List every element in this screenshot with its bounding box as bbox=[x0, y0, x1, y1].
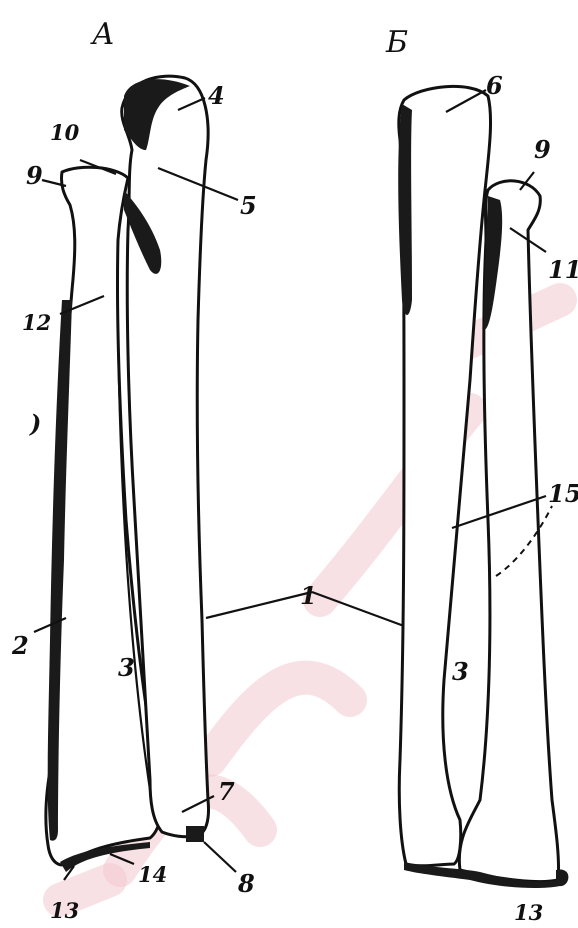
callout-2: 2 bbox=[11, 631, 29, 660]
leader-1a bbox=[206, 592, 312, 618]
callout-11: 11 bbox=[548, 255, 578, 284]
callout-12: 12 bbox=[22, 310, 51, 335]
callout-1: 1 bbox=[300, 581, 317, 610]
shading bbox=[398, 104, 412, 315]
callout-13a: 13 bbox=[50, 898, 79, 923]
callout-3a: 3 bbox=[118, 653, 135, 682]
shading bbox=[186, 826, 204, 842]
callout-8: 8 bbox=[237, 869, 255, 898]
panel-label-a: А bbox=[90, 17, 115, 52]
ulna-bone-b bbox=[399, 86, 491, 865]
callout-14: 14 bbox=[138, 862, 167, 887]
callout-stray: ) bbox=[29, 409, 41, 438]
panel-a-bones bbox=[46, 76, 209, 872]
callout-10: 10 bbox=[50, 120, 80, 145]
callout-9b: 9 bbox=[534, 135, 551, 164]
leader-8 bbox=[204, 842, 236, 872]
callout-7: 7 bbox=[218, 777, 235, 806]
panel-b-bones bbox=[398, 86, 568, 888]
callout-15: 15 bbox=[548, 479, 578, 508]
callout-6: 6 bbox=[486, 71, 503, 100]
panel-label-b: Б bbox=[385, 25, 408, 60]
callout-9a: 9 bbox=[26, 161, 43, 190]
callout-4: 4 bbox=[208, 81, 225, 110]
callout-13b: 13 bbox=[514, 900, 543, 925]
callout-5: 5 bbox=[240, 191, 257, 220]
callout-3b: 3 bbox=[452, 657, 469, 686]
shading bbox=[556, 869, 568, 886]
